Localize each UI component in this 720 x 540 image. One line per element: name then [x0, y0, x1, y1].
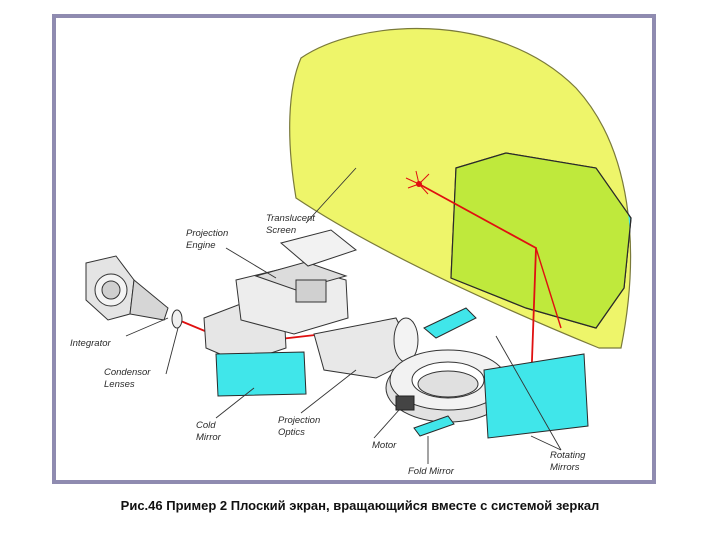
- integrator-housing: [85, 255, 169, 321]
- cold-mirror: [215, 351, 307, 397]
- figure-frame: Translucent Screen Projection Engine Int…: [52, 14, 656, 484]
- label-cold-mirror: Cold Mirror: [196, 420, 222, 443]
- label-projection-optics: Projection Optics: [278, 415, 323, 438]
- fold-mirror-top: [423, 307, 477, 339]
- label-fold-mirror: Fold Mirror: [408, 466, 455, 477]
- fold-mirror: [413, 415, 455, 437]
- projection-engine: [203, 229, 358, 364]
- condensor-lens: [171, 309, 183, 329]
- label-motor: Motor: [372, 440, 397, 451]
- motor: [395, 395, 415, 411]
- label-condensor-lenses: Condensor Lenses: [104, 367, 153, 390]
- figure-caption: Рис.46 Пример 2 Плоский экран, вращающий…: [120, 498, 600, 513]
- label-translucent-screen: Translucent Screen: [266, 213, 318, 236]
- label-rotating-mirrors: Rotating Mirrors: [550, 450, 588, 473]
- rotating-mirror: [483, 353, 589, 439]
- optical-diagram: Translucent Screen Projection Engine Int…: [70, 27, 632, 477]
- label-integrator: Integrator: [70, 338, 111, 349]
- rotating-ring: [385, 349, 511, 423]
- label-projection-engine: Projection Engine: [186, 228, 231, 251]
